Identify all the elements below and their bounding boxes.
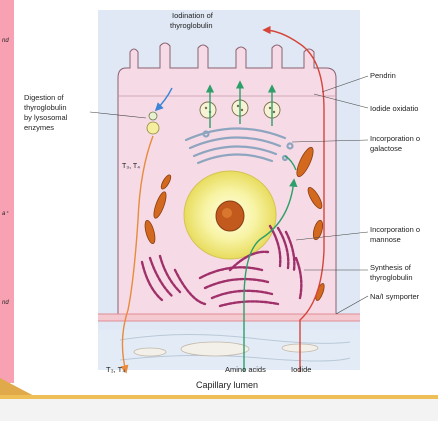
label-digestion-line2: thyroglobulin: [24, 103, 67, 112]
label-capillary-lumen: Capillary lumen: [196, 380, 258, 390]
label-t3-t4-upper: T₃, T₄: [122, 163, 140, 170]
label-iodination-line1: Iodination of: [172, 11, 214, 20]
label-galactose-line2: galactose: [370, 144, 402, 153]
label-digestion-line3: by lysosomal: [24, 113, 68, 122]
label-t3-t4-lower: T₃, T₄: [106, 365, 125, 374]
label-iodide-oxidation: Iodide oxidatio: [370, 104, 418, 113]
label-symporter: Na/I symporter: [370, 292, 420, 301]
basement-membrane: [98, 314, 360, 321]
nucleolus-highlight: [222, 208, 232, 218]
label-digestion-line1: Digestion of: [24, 93, 65, 102]
red-blood-cell: [181, 342, 249, 356]
label-digestion-line4: enzymes: [24, 123, 54, 132]
label-mannose-line2: mannose: [370, 235, 401, 244]
label-amino-acids: Amino acids: [225, 365, 266, 374]
label-mannose-line1: Incorporation o: [370, 225, 420, 234]
label-synthesis-line2: thyroglobulin: [370, 273, 413, 282]
label-synthesis-line1: Synthesis of: [370, 263, 412, 272]
label-galactose-line1: Incorporation o: [370, 134, 420, 143]
label-iodide: Iodide: [291, 365, 311, 374]
red-blood-cell: [134, 348, 166, 356]
label-pendrin: Pendrin: [370, 71, 396, 80]
label-iodination-line2: thyroglobulin: [170, 21, 213, 30]
